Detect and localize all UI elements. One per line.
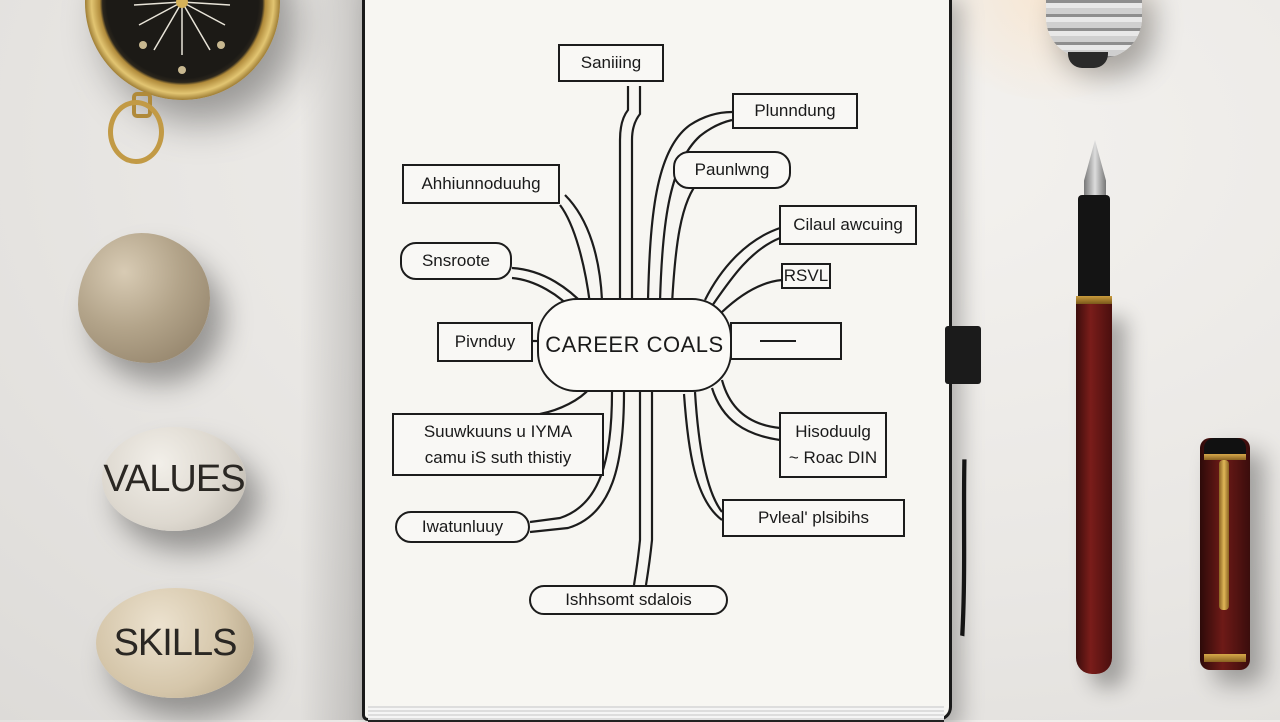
values-stone-label: VALUES bbox=[103, 457, 245, 500]
notebook-elastic-band bbox=[945, 326, 981, 384]
mindmap-node-left-3: Pivnduy bbox=[437, 322, 533, 362]
pen-cap-bottom-band bbox=[1204, 654, 1246, 662]
skills-stone-label: SKILLS bbox=[113, 621, 238, 664]
notebook-shadow bbox=[300, 0, 370, 720]
mindmap-node-bottom: Ishhsomt sdalois bbox=[529, 585, 728, 615]
fountain-pen bbox=[1076, 304, 1112, 674]
mindmap-node-right-6: Pvleal' plsibihs bbox=[722, 499, 905, 537]
pen-cap-clip bbox=[1219, 460, 1229, 610]
mindmap-dash bbox=[760, 340, 796, 342]
mindmap-node-right-5-line2: ~ Roac DIN bbox=[788, 448, 878, 467]
mindmap-node-right-5: Hisoduulg ~ Roac DIN bbox=[779, 412, 887, 478]
mindmap-center-node: CAREER COALS bbox=[537, 298, 732, 392]
pen-cap-band bbox=[1204, 454, 1246, 460]
mindmap-empty-box bbox=[730, 322, 842, 360]
mindmap-node-left-1: Ahhiunnoduuhg bbox=[402, 164, 560, 204]
pen-grip bbox=[1078, 195, 1110, 299]
pen-band bbox=[1076, 296, 1112, 304]
plain-stone bbox=[78, 233, 210, 363]
mindmap-node-top: Saniiing bbox=[558, 44, 664, 82]
skills-stone: SKILLS bbox=[96, 588, 254, 698]
mindmap-node-left-4-line1: Suuwkuuns u IYMA bbox=[423, 421, 573, 441]
compass-icon bbox=[85, 0, 280, 100]
mindmap-node-right-4: RSVL bbox=[781, 263, 831, 289]
mindmap-node-right-3: Cilaul awcuing bbox=[779, 205, 917, 245]
values-stone: VALUES bbox=[102, 427, 246, 531]
mindmap-node-right-5-line1: Hisoduulg bbox=[795, 422, 871, 441]
mindmap-node-left-5: Iwatunluuy bbox=[395, 511, 530, 543]
compass-ring bbox=[108, 100, 164, 164]
bookmark-ribbon bbox=[960, 459, 967, 637]
mindmap-node-right-2: Paunlwng bbox=[673, 151, 791, 189]
pen-cap-top bbox=[1204, 438, 1246, 456]
lightbulb-icon bbox=[1046, 0, 1142, 58]
mindmap-node-left-2: Snsroote bbox=[400, 242, 512, 280]
lightbulb-tip bbox=[1068, 52, 1108, 68]
mindmap-node-right-1: Plunndung bbox=[732, 93, 858, 129]
mindmap-node-left-4-line2: camu iS suth thistiy bbox=[424, 447, 572, 467]
mindmap-node-left-4: Suuwkuuns u IYMA camu iS suth thistiy bbox=[392, 413, 604, 476]
